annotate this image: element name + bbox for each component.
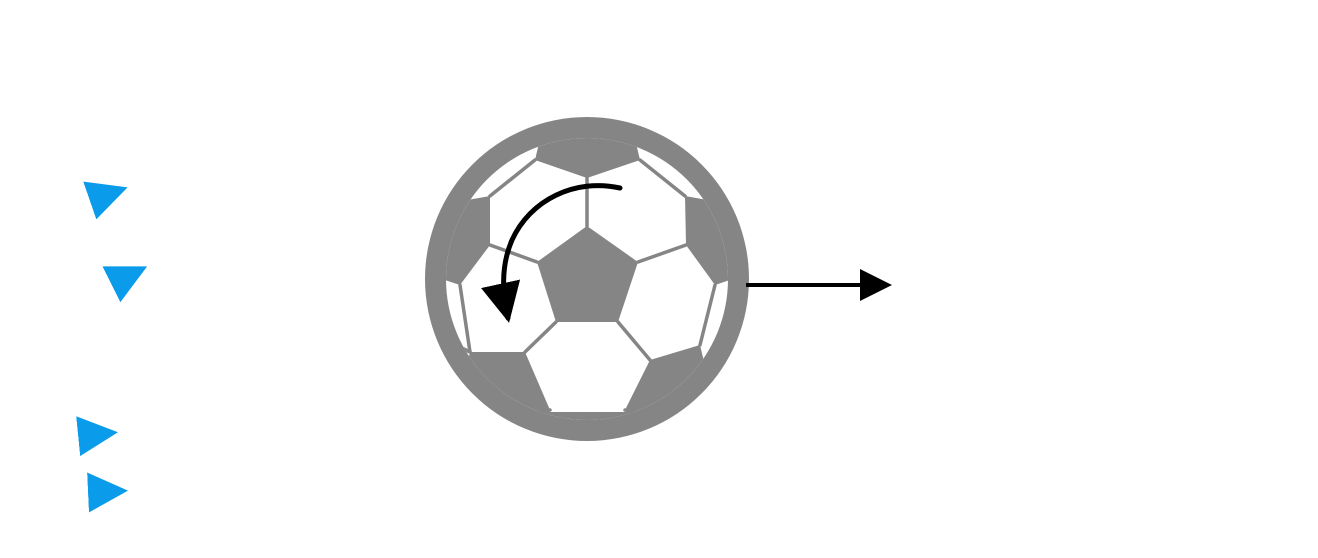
ball-patch-top <box>535 138 640 178</box>
counterclockwise-rotation-arrow <box>481 183 623 323</box>
ball-center-pentagon <box>537 226 638 322</box>
ball-patch-right <box>685 196 728 285</box>
ball-patch-left <box>446 196 490 285</box>
soccer-ball-icon <box>425 117 749 441</box>
